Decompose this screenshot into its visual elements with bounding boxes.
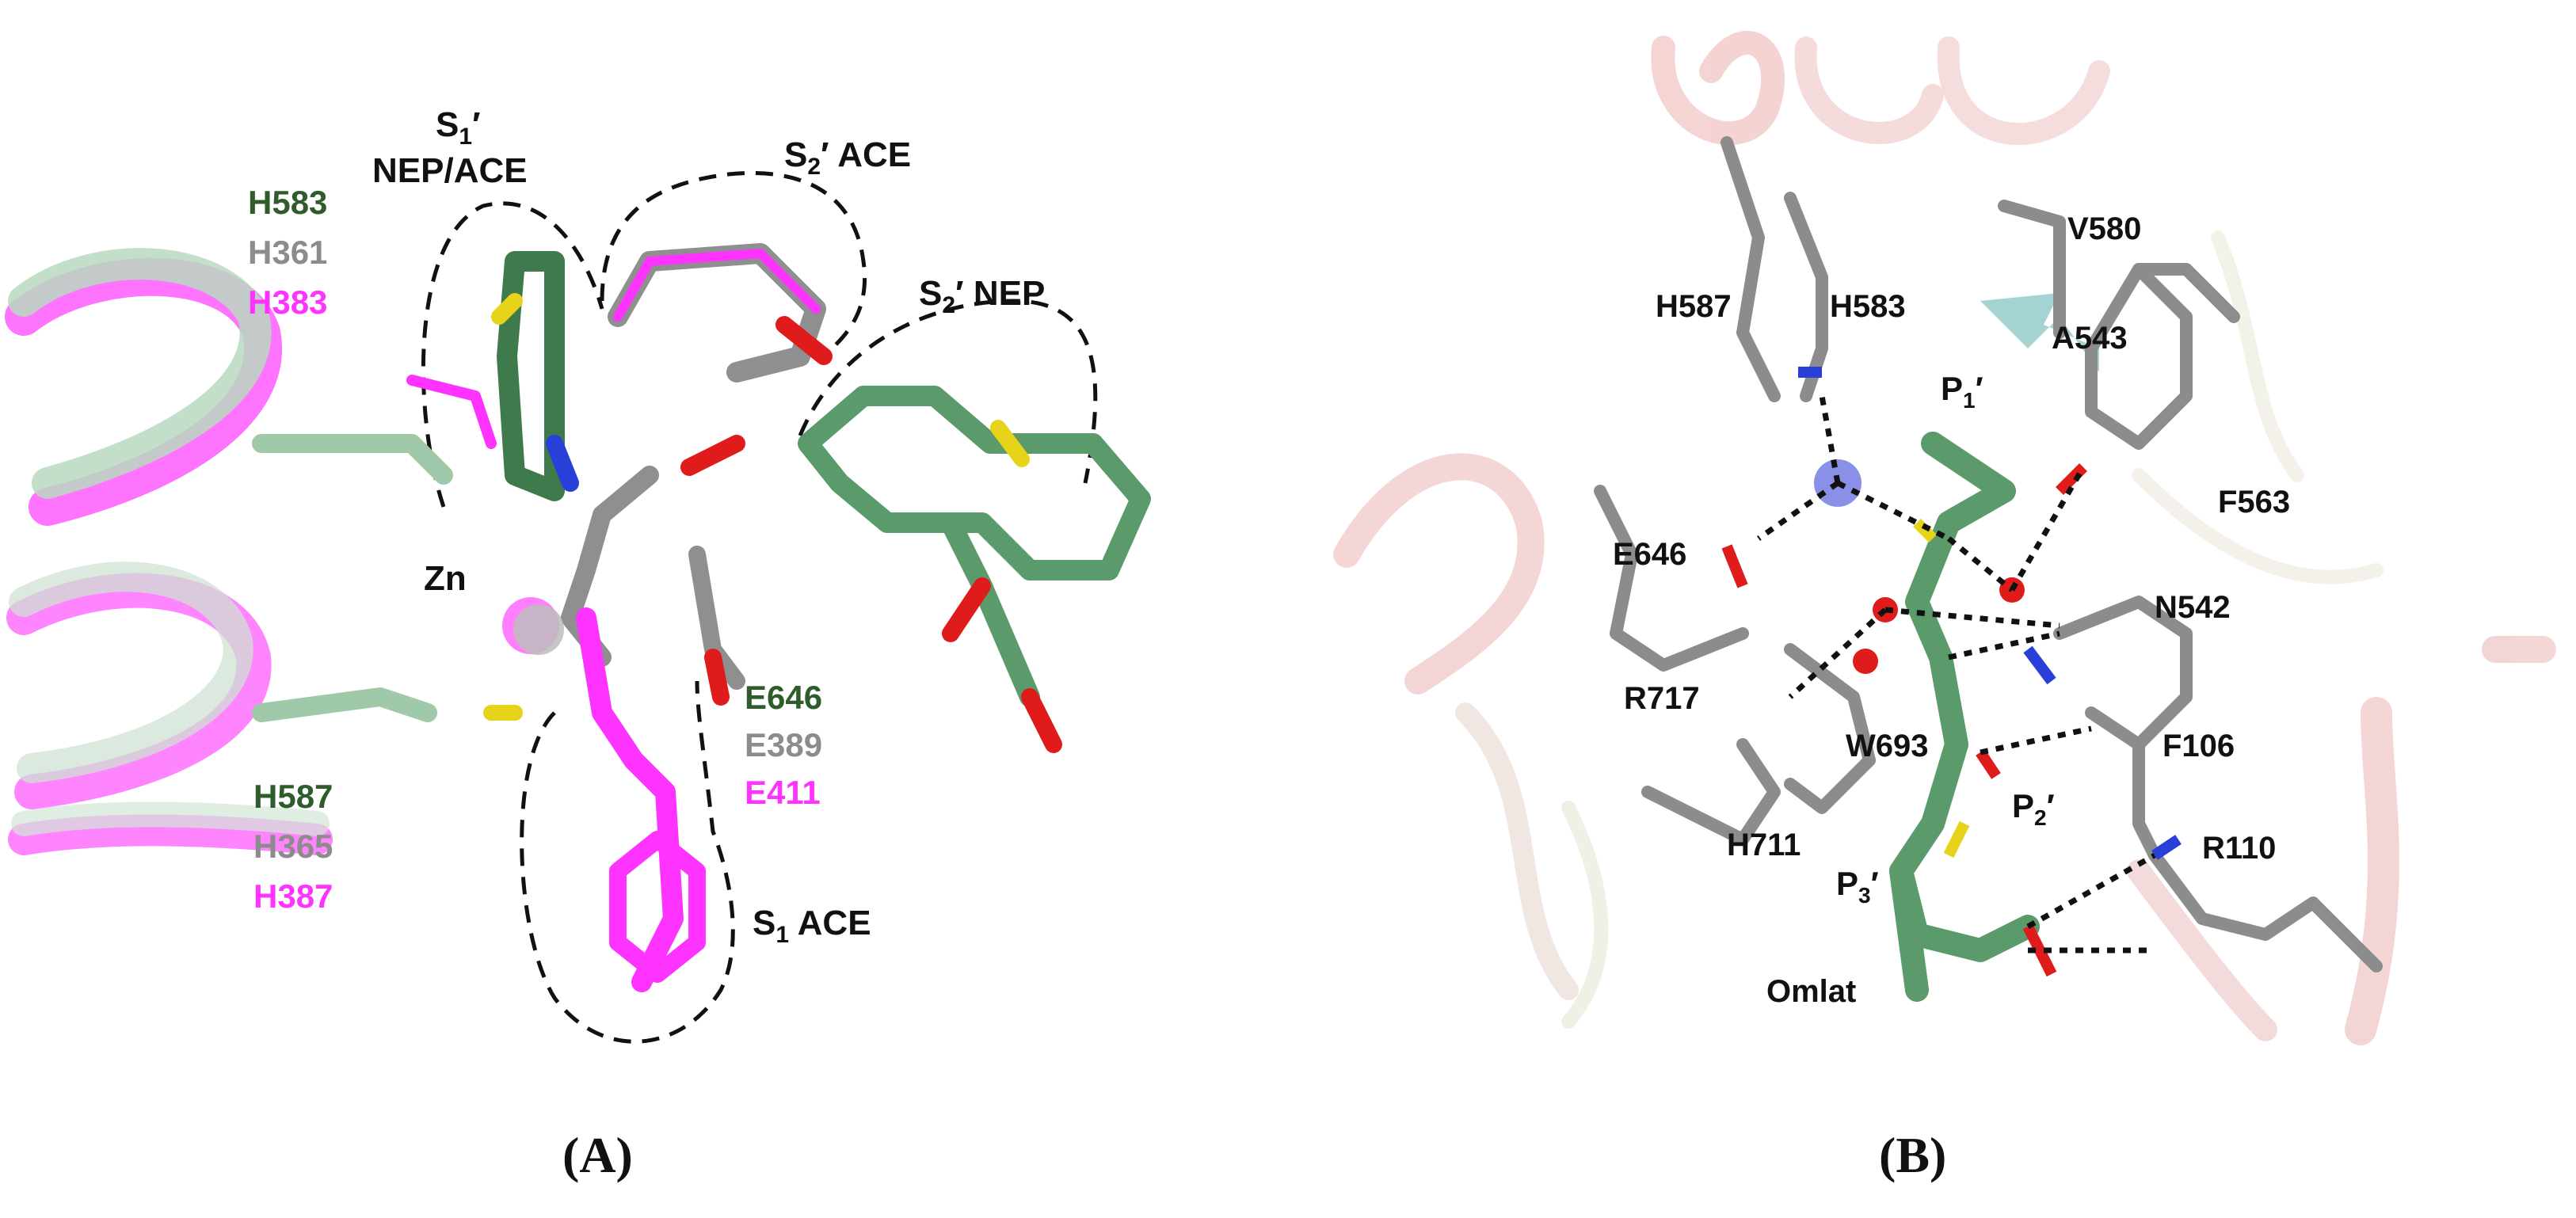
residue-label-f106: F106 bbox=[2163, 729, 2235, 763]
s2p-nep-pocket bbox=[798, 299, 1098, 484]
position-label-p1: P1′ bbox=[1941, 370, 1983, 413]
residue-label-h587: H587 bbox=[253, 778, 333, 815]
pocket-outlines bbox=[421, 171, 1098, 1044]
ligand-sticks-a bbox=[252, 243, 1151, 992]
residue-label-n542: N542 bbox=[2155, 590, 2231, 625]
position-label-p3: P3′ bbox=[1836, 865, 1879, 908]
residue-label-e646: E646 bbox=[745, 679, 822, 716]
residue-label-h583: H583 bbox=[248, 184, 327, 221]
helix-cartoon-b bbox=[1333, 30, 2556, 1045]
s1-ace-pocket bbox=[520, 680, 735, 1044]
residue-label-e646-b: E646 bbox=[1613, 537, 1686, 572]
zn-label: Zn bbox=[424, 559, 467, 598]
residue-label-h583-b: H583 bbox=[1830, 289, 1906, 324]
panel-label-a: (A) bbox=[562, 1127, 633, 1183]
beta-strand-arrow bbox=[1980, 293, 2099, 372]
s2p-ace-label: S2′ ACE bbox=[784, 135, 911, 180]
residue-label-h361: H361 bbox=[248, 234, 327, 271]
residue-label-w693: W693 bbox=[1846, 729, 1929, 763]
s2p-nep-label: S2′ NEP bbox=[919, 274, 1045, 318]
panel-label-b: (B) bbox=[1879, 1127, 1946, 1183]
residue-label-e389: E389 bbox=[745, 726, 822, 763]
position-label-p2: P2′ bbox=[2012, 787, 2055, 830]
s1p-sublabel: NEP/ACE bbox=[372, 151, 528, 190]
panel-a: S1′ NEP/ACE S2′ ACE S2′ NEP S1 ACE H583 … bbox=[5, 105, 1151, 1183]
residue-label-h587-b: H587 bbox=[1656, 289, 1732, 324]
residue-label-h711: H711 bbox=[1727, 828, 1801, 862]
panel-b: H587 H583 V580 A543 F563 E646 N542 R717 … bbox=[1333, 30, 2556, 1183]
residue-label-omlat: Omlat bbox=[1766, 974, 1856, 1009]
helix-cartoon-a bbox=[5, 248, 333, 855]
s1-ace-label: S1 ACE bbox=[753, 904, 871, 948]
residue-label-r110: R110 bbox=[2202, 831, 2276, 866]
residue-label-e411: E411 bbox=[745, 774, 821, 811]
zinc-spheres-a bbox=[502, 597, 564, 655]
residue-label-h365: H365 bbox=[253, 828, 333, 865]
residue-label-a543: A543 bbox=[2052, 321, 2128, 356]
residue-label-r717: R717 bbox=[1624, 681, 1700, 716]
residue-label-f563: F563 bbox=[2218, 485, 2290, 520]
residue-label-h387: H387 bbox=[253, 877, 333, 915]
s1p-label: S1′ bbox=[436, 105, 481, 150]
s1p-pocket bbox=[421, 201, 604, 508]
s2p-ace-pocket bbox=[600, 171, 867, 358]
ligand-omlat-b bbox=[1889, 432, 2040, 1002]
hbond-lines-b bbox=[1756, 395, 2156, 953]
residue-label-v580: V580 bbox=[2067, 211, 2141, 246]
residue-label-h383: H383 bbox=[248, 284, 327, 321]
